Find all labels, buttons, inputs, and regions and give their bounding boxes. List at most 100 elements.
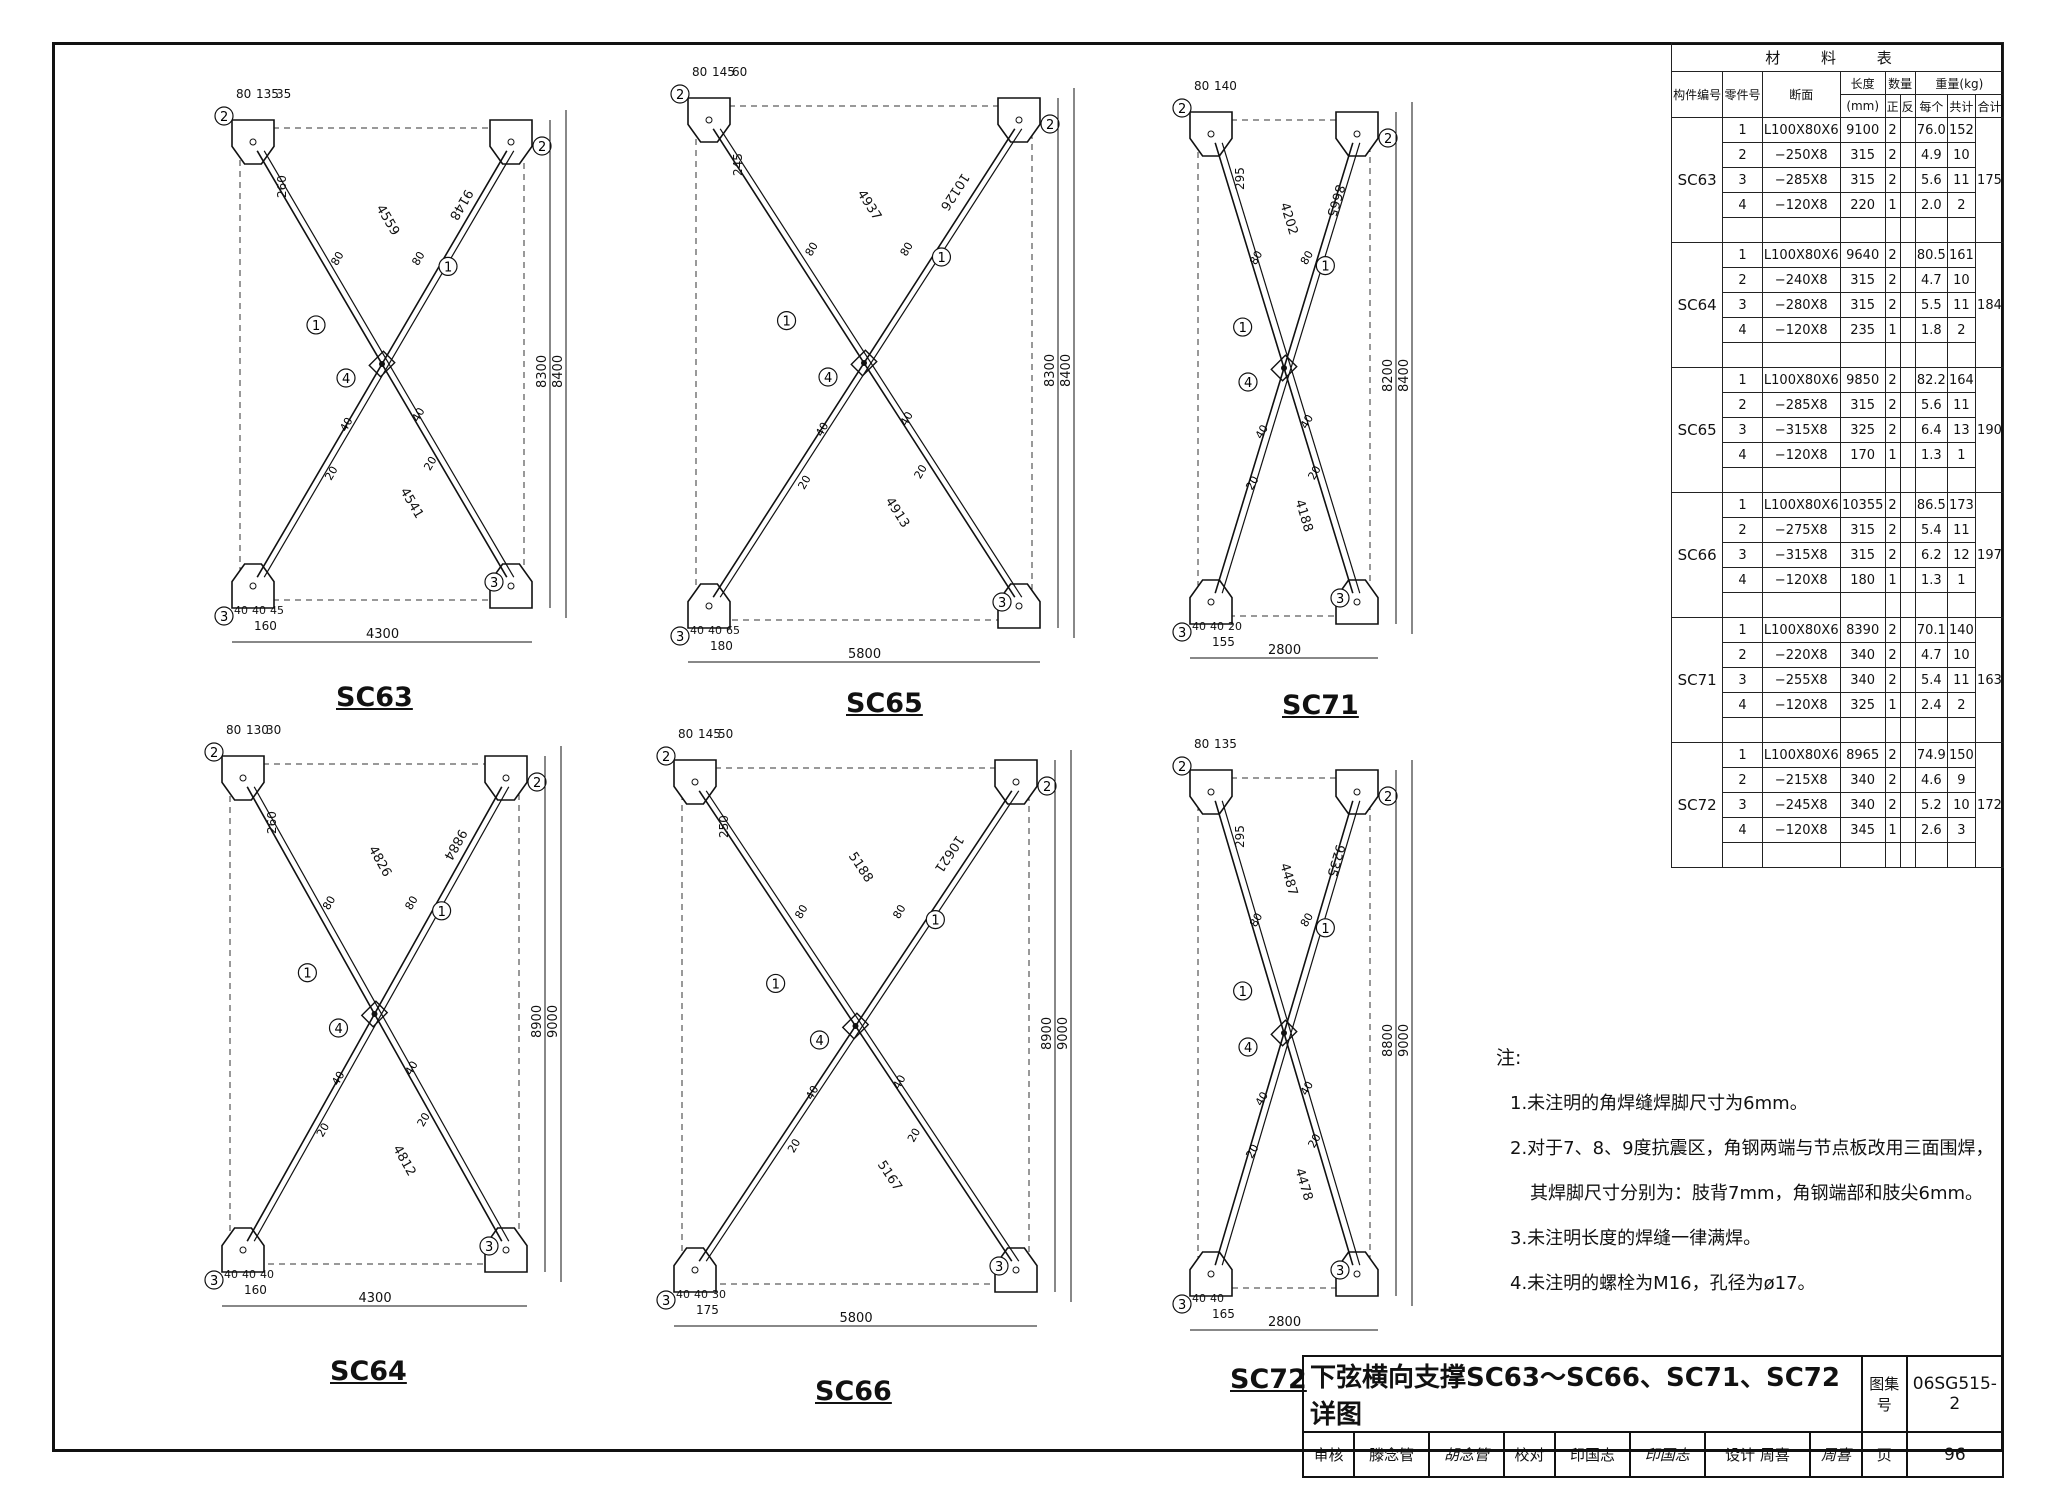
- gusset-plate: [1189, 579, 1233, 625]
- material-cell: [1899, 617, 1916, 643]
- material-cell: 3: [1722, 292, 1763, 318]
- material-cell: 11: [1946, 167, 1976, 193]
- part-callout-number: 2: [1178, 760, 1186, 775]
- angle-member-2-edge: [1221, 142, 1361, 594]
- material-cell: 2: [1946, 192, 1976, 218]
- weld-length: 80: [898, 240, 916, 259]
- material-cell: 2.4: [1914, 692, 1948, 718]
- material-row-blank: [1672, 842, 2004, 868]
- bolt-hole: [1012, 1266, 1020, 1274]
- note-item: 其焊脚尺寸分别为：肢背7mm，角钢端部和肢尖6mm。: [1530, 1183, 1984, 1204]
- part-callout: [1172, 98, 1192, 118]
- material-cell: 340: [1839, 667, 1886, 693]
- dim-height-outer: 9000: [1397, 1024, 1412, 1057]
- dim-bottom-small: 45: [270, 604, 284, 617]
- caption-sc66: SC66: [815, 1376, 892, 1407]
- part-callout: [1233, 981, 1253, 1001]
- part-callout: [204, 742, 224, 762]
- part-callout: [532, 136, 552, 156]
- col-section: 断面: [1761, 71, 1841, 118]
- bolt-hole: [502, 1246, 510, 1254]
- material-cell: 1: [1884, 692, 1901, 718]
- material-cell: 2: [1884, 767, 1901, 793]
- gusset-plate: [484, 755, 528, 801]
- part-callout-number: 1: [931, 914, 939, 929]
- material-cell: 2: [1884, 617, 1901, 643]
- angle-member-2-edge: [263, 150, 515, 578]
- dim-bottom-plate: 160: [254, 619, 277, 633]
- material-cell: [1899, 492, 1916, 518]
- part-callout-number: 2: [1384, 790, 1392, 805]
- weld-length: 20: [1305, 464, 1323, 483]
- dim-bottom-small: 20: [1228, 620, 1242, 633]
- material-cell: L100X80X6: [1761, 742, 1841, 768]
- part-callout-number: 2: [538, 140, 546, 155]
- dim-plate-height: 245: [731, 153, 745, 176]
- part-callout: [776, 311, 797, 331]
- dim-plate-height: 295: [1233, 167, 1247, 190]
- material-cell: 345: [1839, 817, 1886, 843]
- center-bolt: [861, 360, 867, 366]
- col-length-unit: (mm): [1839, 94, 1886, 118]
- weld-length: 40: [813, 420, 831, 439]
- bolt-hole: [1207, 788, 1215, 796]
- part-callout-number: 1: [937, 251, 945, 266]
- dashed-outline: [695, 105, 1033, 621]
- gusset-plate: [231, 119, 275, 165]
- material-cell: 4: [1722, 692, 1763, 718]
- dim-bottom-small: 65: [726, 624, 740, 637]
- weld-length: 80: [1298, 248, 1316, 267]
- part-callout-number: 3: [485, 1240, 493, 1255]
- reviewer-signature: 胡念管: [1428, 1431, 1505, 1478]
- material-cell: [1899, 117, 1916, 143]
- part-callout-number: 2: [1043, 780, 1051, 795]
- material-cell: 2: [1884, 642, 1901, 668]
- part-callout: [432, 901, 452, 921]
- notes-heading: 注:: [1496, 1047, 1522, 1069]
- material-cell: 2.0: [1914, 192, 1948, 218]
- material-cell: 140: [1946, 617, 1976, 643]
- material-cell: 2: [1884, 492, 1901, 518]
- material-cell: 3: [1722, 542, 1763, 568]
- part-callout: [438, 256, 458, 276]
- part-callout-number: 3: [220, 610, 228, 625]
- material-cell: 2: [1884, 142, 1901, 168]
- designer-name: 周喜: [1759, 1446, 1790, 1464]
- angle-member-2-edge: [253, 786, 510, 1242]
- material-cell: 340: [1839, 767, 1886, 793]
- part-callout: [1378, 786, 1398, 806]
- part-callout-number: 3: [995, 1260, 1003, 1275]
- material-cell: [1899, 292, 1916, 318]
- material-cell: 10: [1946, 142, 1976, 168]
- dim-width: 2800: [1268, 643, 1301, 658]
- dashed-outline: [229, 763, 520, 1265]
- part-callout-number: 4: [342, 372, 350, 387]
- part-callout-number: 3: [1336, 1264, 1344, 1279]
- bolt-hole: [691, 1266, 699, 1274]
- material-cell: 161: [1946, 242, 1976, 268]
- dim-top-plate: 145: [698, 727, 721, 741]
- member-id: SC63: [1670, 117, 1724, 243]
- part-callout: [766, 973, 786, 994]
- material-cell: −315X8: [1761, 417, 1841, 443]
- part-callout: [1315, 918, 1335, 938]
- part-callout: [1037, 776, 1057, 796]
- material-cell: 1: [1722, 617, 1763, 643]
- material-cell: 220: [1839, 192, 1886, 218]
- material-cell: 1.3: [1914, 567, 1948, 593]
- dim-height-inner: 8800: [1381, 1024, 1396, 1057]
- member-total: 197: [1974, 492, 2005, 618]
- dim-height-outer: 8400: [551, 355, 566, 388]
- material-cell: −215X8: [1761, 767, 1841, 793]
- material-cell: L100X80X6: [1761, 492, 1841, 518]
- material-cell: 4.9: [1914, 142, 1948, 168]
- weld-length: 80: [1298, 911, 1316, 930]
- part-callout: [214, 606, 234, 626]
- dim-top-plate: 140: [1214, 79, 1237, 93]
- material-cell: 10355: [1839, 492, 1886, 518]
